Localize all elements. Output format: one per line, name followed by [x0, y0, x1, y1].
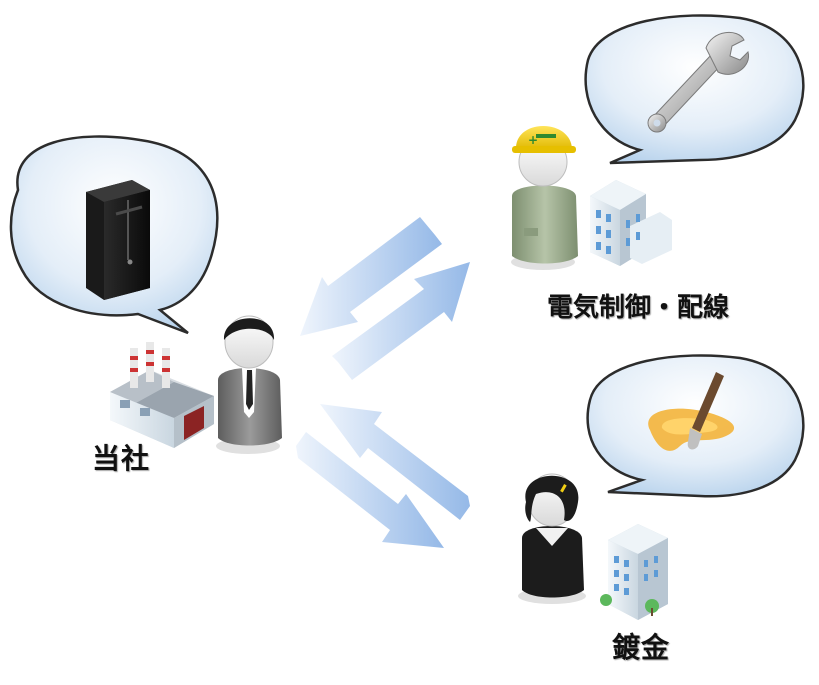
server-tower-icon	[86, 180, 150, 300]
arrow-from-self-to-electric	[332, 262, 470, 380]
businessman-avatar	[216, 315, 282, 454]
arrow-from-plating-to-self	[320, 404, 470, 520]
label-plating: 鍍金	[612, 631, 671, 664]
office-building-icon-plating	[600, 524, 668, 620]
arrow-from-electric-to-self	[300, 217, 442, 336]
label-self-company: 当社	[92, 442, 151, 475]
arrow-from-self-to-plating	[296, 432, 444, 548]
woman-avatar	[518, 473, 586, 604]
paintbrush-icon	[648, 372, 735, 451]
office-building-icon-electric	[590, 180, 672, 266]
worker-avatar: +	[511, 126, 578, 270]
svg-text:+: +	[528, 133, 538, 147]
wrench-icon	[647, 32, 750, 133]
factory-icon	[110, 342, 214, 448]
label-electric-control-wiring: 電気制御・配線	[547, 293, 730, 323]
